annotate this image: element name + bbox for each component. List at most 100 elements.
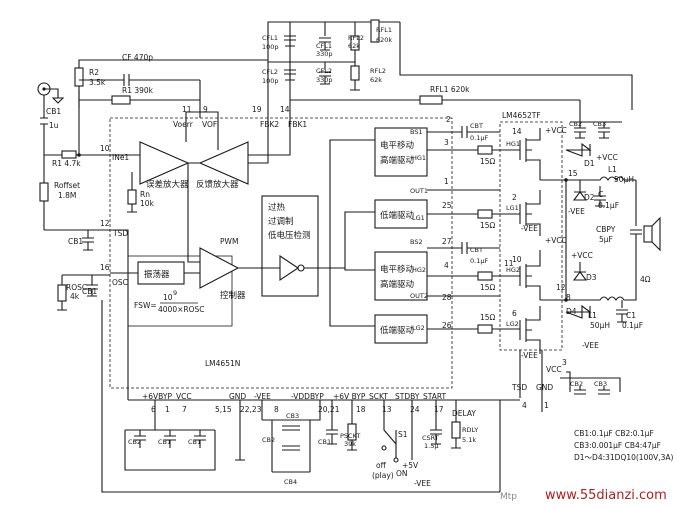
r15-lg1 bbox=[477, 209, 493, 219]
rn-value: 10k bbox=[140, 199, 155, 208]
r15-lg2 bbox=[477, 324, 493, 334]
pin-right-4: 4 bbox=[522, 401, 527, 410]
hs-driver-1-line1: 电平移动 bbox=[380, 140, 415, 151]
fsw-den: 4000×ROSC bbox=[158, 305, 204, 314]
rfl2-mid-value: 62k bbox=[370, 76, 382, 84]
c1-bot-label: C1 bbox=[626, 311, 636, 320]
pin-1-label: 1 bbox=[444, 177, 449, 186]
pin-3-label: 3 bbox=[444, 138, 449, 147]
hs-driver-2-line1: 电平移动 bbox=[380, 264, 415, 275]
csrt-value: 1.5μ bbox=[424, 442, 438, 450]
vcc-right-label: VCC bbox=[546, 365, 562, 374]
cfl1-mid-value: 330p bbox=[316, 50, 333, 58]
note-line-3: D1～D4:31DQ10(100V,3A) bbox=[574, 453, 674, 462]
cfl1-top-label: CFL1 bbox=[262, 34, 278, 42]
pin-num-13: 13 bbox=[382, 405, 392, 414]
s1-off-contact bbox=[381, 445, 387, 451]
pin-start: START bbox=[423, 392, 447, 401]
pin-12-label: 12 bbox=[100, 219, 110, 228]
s1-on-contact bbox=[393, 457, 399, 463]
cfl2-mid-value: 330p bbox=[316, 76, 333, 84]
r15-lg2-label: 15Ω bbox=[480, 313, 496, 322]
pin-right-12: 12 bbox=[556, 283, 566, 292]
cfl2-top-label: CFL2 bbox=[262, 68, 278, 76]
rfl2-mid-label: RFL2 bbox=[370, 67, 386, 75]
d4-label: D4 bbox=[566, 307, 577, 316]
cf-label: CF 470p bbox=[122, 53, 153, 62]
d-minus-vee: -VEE bbox=[568, 207, 585, 216]
minus-vee-1: -VEE bbox=[521, 224, 538, 233]
rosc-value: 4k bbox=[70, 292, 80, 301]
r15-hg2 bbox=[477, 271, 493, 281]
cb3-top-label: CB3 bbox=[593, 120, 606, 128]
tag-watermark: Mtp bbox=[500, 492, 517, 502]
cfl1-mid-label: CFL1 bbox=[316, 42, 332, 50]
pin-num-7: 7 bbox=[182, 405, 187, 414]
pin-19-label: 19 bbox=[252, 105, 262, 114]
pin-out2-label: OUT2 bbox=[410, 292, 428, 300]
c-top-label: C bbox=[598, 190, 603, 199]
pin-num-5-15: 5,15 bbox=[215, 405, 232, 414]
cbt1-label: CBT bbox=[470, 122, 483, 130]
s1-off-label: off bbox=[376, 461, 387, 470]
pin-num-6: 6 bbox=[151, 405, 156, 414]
rfl1-top-label: RFL1 bbox=[376, 26, 392, 34]
pin-right-3: 3 bbox=[562, 358, 567, 367]
cbpy-value: 5μF bbox=[599, 235, 613, 244]
roffset-value: 1.8M bbox=[58, 191, 76, 200]
error-amp-label: 误差放大器 bbox=[146, 179, 189, 190]
r2-resistor bbox=[74, 67, 84, 87]
r15-hg1-label: 15Ω bbox=[480, 157, 496, 166]
rdly-label: RDLY bbox=[462, 426, 478, 434]
pin-bs2-label: BS2 bbox=[410, 238, 423, 246]
pin-right-11: 11 bbox=[504, 259, 514, 268]
pin-right-14: 14 bbox=[512, 127, 522, 136]
cb3-bottom-label: CB3 bbox=[286, 412, 299, 420]
minus-vee-bottom: -VEE bbox=[414, 479, 431, 488]
d1-label: D1 bbox=[584, 159, 595, 168]
oscillator-label: 振荡器 bbox=[144, 269, 170, 280]
hs-driver-2-line2: 高端驱动 bbox=[380, 279, 415, 290]
pin-right-6: 6 bbox=[512, 309, 517, 318]
lm4651n-boundary bbox=[109, 117, 453, 389]
pin-b6vbyp2: +6V BYP bbox=[333, 392, 366, 401]
cb1-bottom-3-label: CB1 bbox=[318, 438, 331, 446]
pin-right-2: 2 bbox=[512, 193, 517, 202]
d2-label: D2 bbox=[584, 193, 595, 202]
pin-26-label: 26 bbox=[442, 321, 452, 330]
plus-5v-label: +5V bbox=[402, 461, 419, 470]
pin-tsd-left-label: TSD bbox=[112, 229, 128, 238]
rosc-resistor bbox=[57, 284, 67, 302]
pwm-controller-label: 控制器 bbox=[220, 290, 246, 301]
rfl2-top-label: RFL2 bbox=[348, 34, 364, 42]
ls-driver-1 bbox=[374, 199, 428, 229]
hs-driver-2 bbox=[374, 251, 428, 301]
hs-driver-1 bbox=[374, 127, 428, 177]
fsw-exp: 9 bbox=[173, 289, 177, 297]
rdly-value: 5.1k bbox=[462, 436, 476, 444]
rfl1-long-label: RFL1 620k bbox=[430, 85, 470, 94]
pin-sckt: SCKT bbox=[369, 392, 388, 401]
cb2-bot-label: CB2 bbox=[570, 380, 583, 388]
pin-num-22-23: 22,23 bbox=[240, 405, 262, 414]
plus-vcc-2: +VCC bbox=[545, 236, 567, 245]
cb2-top-label: CB2 bbox=[569, 120, 582, 128]
pin-fbk1-label: FBK1 bbox=[288, 120, 307, 129]
protect-line3: 低电压检测 bbox=[268, 230, 311, 241]
pin-10-label: 10 bbox=[100, 144, 110, 153]
pin-delay: DELAY bbox=[452, 409, 476, 418]
r1-input-label: R1 4.7k bbox=[52, 159, 81, 168]
lm4651n-label: LM4651N bbox=[205, 359, 240, 368]
pin-vcc-bottom: VCC bbox=[176, 392, 192, 401]
r2-value: 3.5k bbox=[89, 78, 106, 87]
speaker-icon bbox=[643, 225, 653, 243]
pin-right-1: 1 bbox=[544, 401, 549, 410]
cb1-input-label: CB1 bbox=[46, 107, 61, 116]
c-top-value: 0.1μF bbox=[598, 201, 619, 210]
psckt-value: 39k bbox=[344, 440, 356, 448]
pin-right-15: 15 bbox=[568, 169, 578, 178]
roffset-resistor bbox=[39, 182, 49, 202]
cb1-input-value: 1u bbox=[49, 121, 59, 130]
cbt1-value: 0.1μF bbox=[470, 134, 488, 142]
ls-driver-1-label: 低端驱动 bbox=[380, 210, 415, 221]
